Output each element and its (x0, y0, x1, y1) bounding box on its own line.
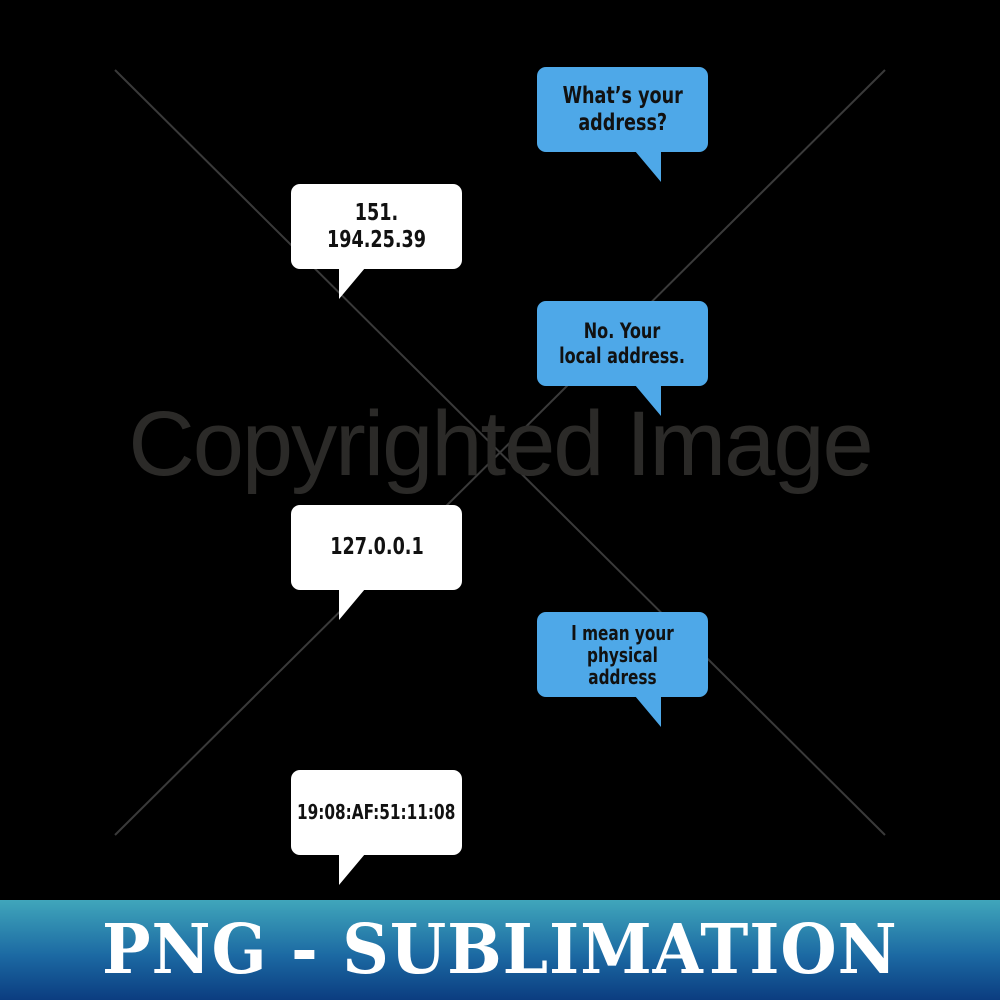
promo-banner: PNG - SUBLIMATION (0, 900, 1000, 1000)
watermark-cross-lines (114, 69, 886, 836)
message-text: 151. 194.25.39 (326, 200, 427, 253)
message-bubble-received: 127.0.0.1 (291, 505, 462, 620)
message-bubble-received: 151. 194.25.39 (291, 184, 462, 299)
message-text: I mean your physical address (571, 620, 674, 689)
bubble-tail (635, 385, 661, 416)
message-bubble-sent: No. Your local address. (537, 301, 708, 416)
watermark-text: Copyrighted Image (128, 393, 873, 495)
message-bubble-received: 19:08:AF:51:11:08 (291, 770, 462, 885)
message-bubble-sent: What’s your address? (537, 67, 708, 182)
message-text: 127.0.0.1 (329, 534, 424, 561)
message-text: What’s your address? (562, 83, 683, 136)
bubble-tail (339, 854, 365, 885)
message-bubble-sent: I mean your physical address (537, 612, 708, 727)
bubble-tail (339, 268, 365, 299)
banner-text: PNG - SUBLIMATION (102, 910, 898, 990)
message-text: No. Your local address. (559, 319, 686, 368)
bubble-tail (635, 151, 661, 182)
message-text: 19:08:AF:51:11:08 (297, 800, 456, 824)
bubble-tail (635, 696, 661, 727)
bubble-tail (339, 589, 365, 620)
